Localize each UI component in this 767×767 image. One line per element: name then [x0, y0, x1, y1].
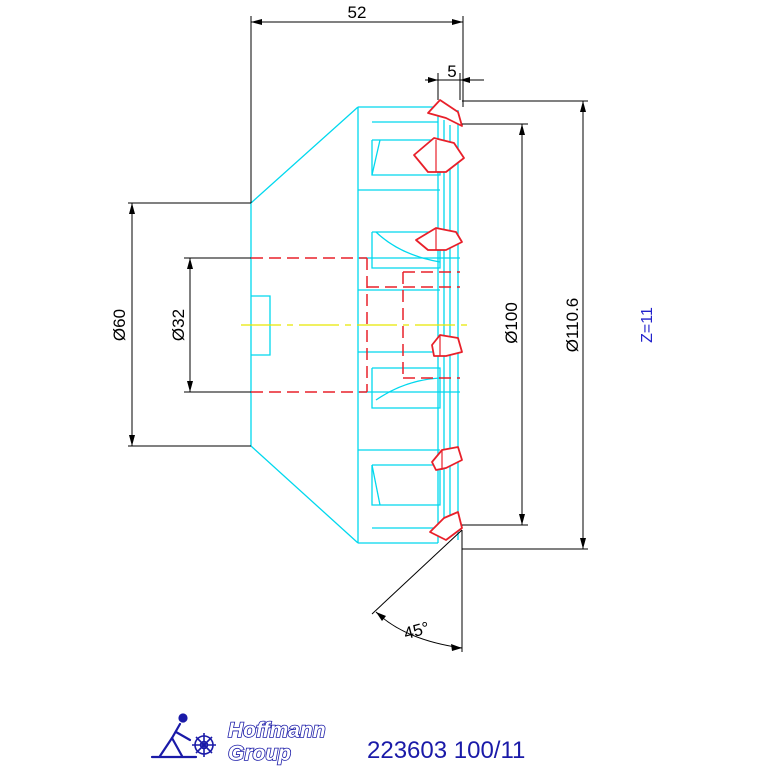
dimension-lines — [128, 16, 588, 652]
dim-bore-outer: Ø60 — [110, 309, 129, 341]
dim-outer-diameter: Ø110.6 — [563, 298, 582, 353]
logo-figure-icon — [150, 713, 198, 759]
dim-pitch-diameter: Ø100 — [502, 302, 521, 344]
brand-name-line1: Hoffmann — [228, 719, 326, 742]
teeth-count-label: Z=11 — [639, 307, 656, 343]
logo-gear-icon — [192, 733, 216, 757]
tooth-6 — [429, 511, 463, 541]
brand-name-line2: Group — [228, 742, 291, 765]
part-number: 223603 100/11 — [367, 737, 525, 764]
hoffmann-logo: Hoffmann Group — [150, 713, 326, 766]
tooth-4 — [431, 334, 463, 357]
dim-tooth-depth: 5 — [447, 62, 456, 81]
dim-bore-inner: Ø32 — [169, 309, 188, 341]
part-outline — [250, 106, 460, 544]
tooth-2 — [413, 137, 465, 173]
gear-teeth — [413, 99, 465, 541]
dimension-arrows — [129, 19, 586, 651]
tooth-1 — [427, 99, 463, 127]
dim-overall-width: 52 — [348, 3, 367, 22]
dim-angle: 45° — [402, 618, 432, 643]
tooth-3 — [415, 227, 463, 251]
bore-hidden-lines — [251, 257, 460, 393]
